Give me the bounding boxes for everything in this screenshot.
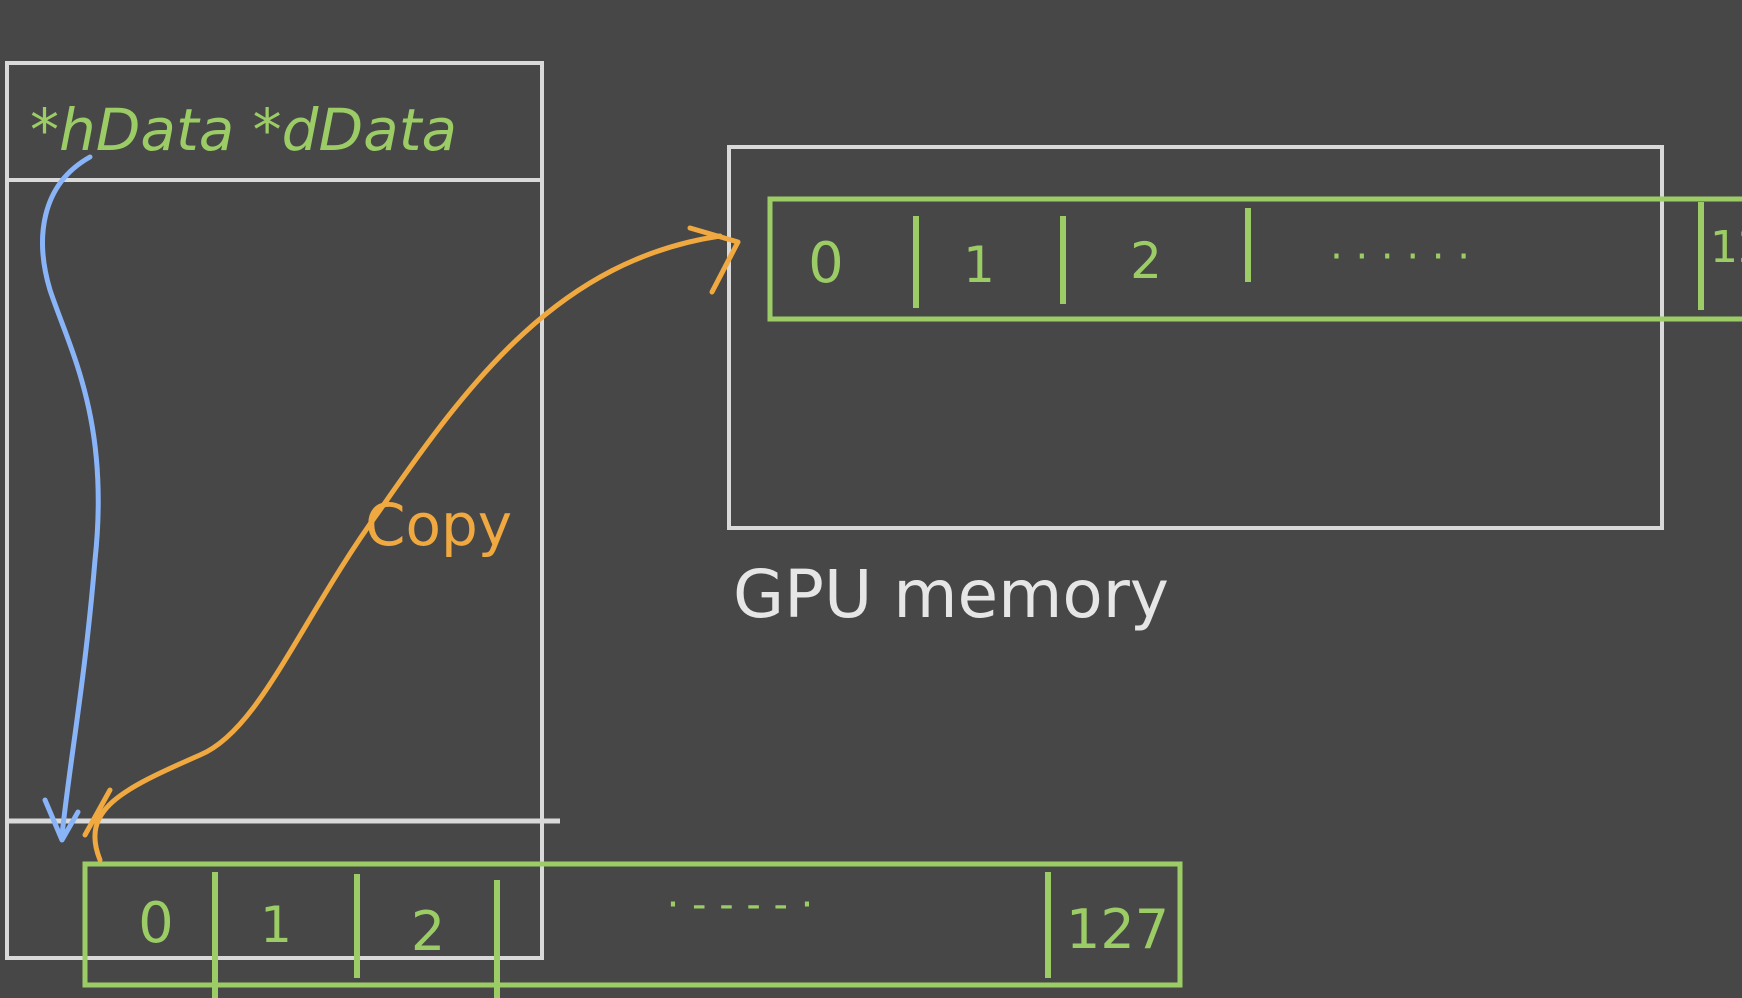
copy-arrowhead-icon	[687, 225, 741, 295]
host-array-ellipsis: · - - - - ·	[667, 882, 814, 928]
copy-arrow-tail	[82, 787, 113, 838]
host-box-outline	[5, 61, 544, 960]
host-pointer-arrowhead-icon	[42, 797, 81, 843]
host-pointer-arrow-line	[40, 154, 101, 838]
host-cell-index: 2	[411, 900, 445, 963]
host-pointer-arrow	[40, 154, 101, 843]
copy-label: Copy	[365, 491, 512, 559]
pointer-declaration-label: *hData *dData	[30, 96, 457, 164]
gpu-last-index: 12	[1710, 222, 1742, 273]
host-last-index: 127	[1066, 898, 1169, 961]
gpu-array-outline	[767, 196, 1742, 322]
gpu-cell-index: 2	[1130, 232, 1162, 290]
gpu-memory-box: GPU memory	[727, 145, 1664, 633]
copy-arrow: Copy	[82, 225, 741, 863]
copy-arrow-line	[92, 233, 723, 863]
gpu-array-ellipsis: · · · · · ·	[1330, 234, 1470, 280]
gpu-box-outline	[727, 145, 1664, 530]
host-array-outline	[82, 861, 1183, 988]
host-cell-index: 1	[260, 896, 292, 954]
host-cell-index: 0	[138, 891, 174, 956]
gpu-cell-index: 0	[808, 231, 844, 296]
gpu-memory-caption: GPU memory	[733, 556, 1169, 633]
gpu-array: 0 1 2 · · · · · · 12	[767, 196, 1742, 322]
host-memory-box: *hData *dData	[5, 61, 560, 960]
host-array: 0 1 2 · - - - - · 127	[82, 861, 1183, 998]
gpu-cell-index: 1	[963, 236, 995, 294]
